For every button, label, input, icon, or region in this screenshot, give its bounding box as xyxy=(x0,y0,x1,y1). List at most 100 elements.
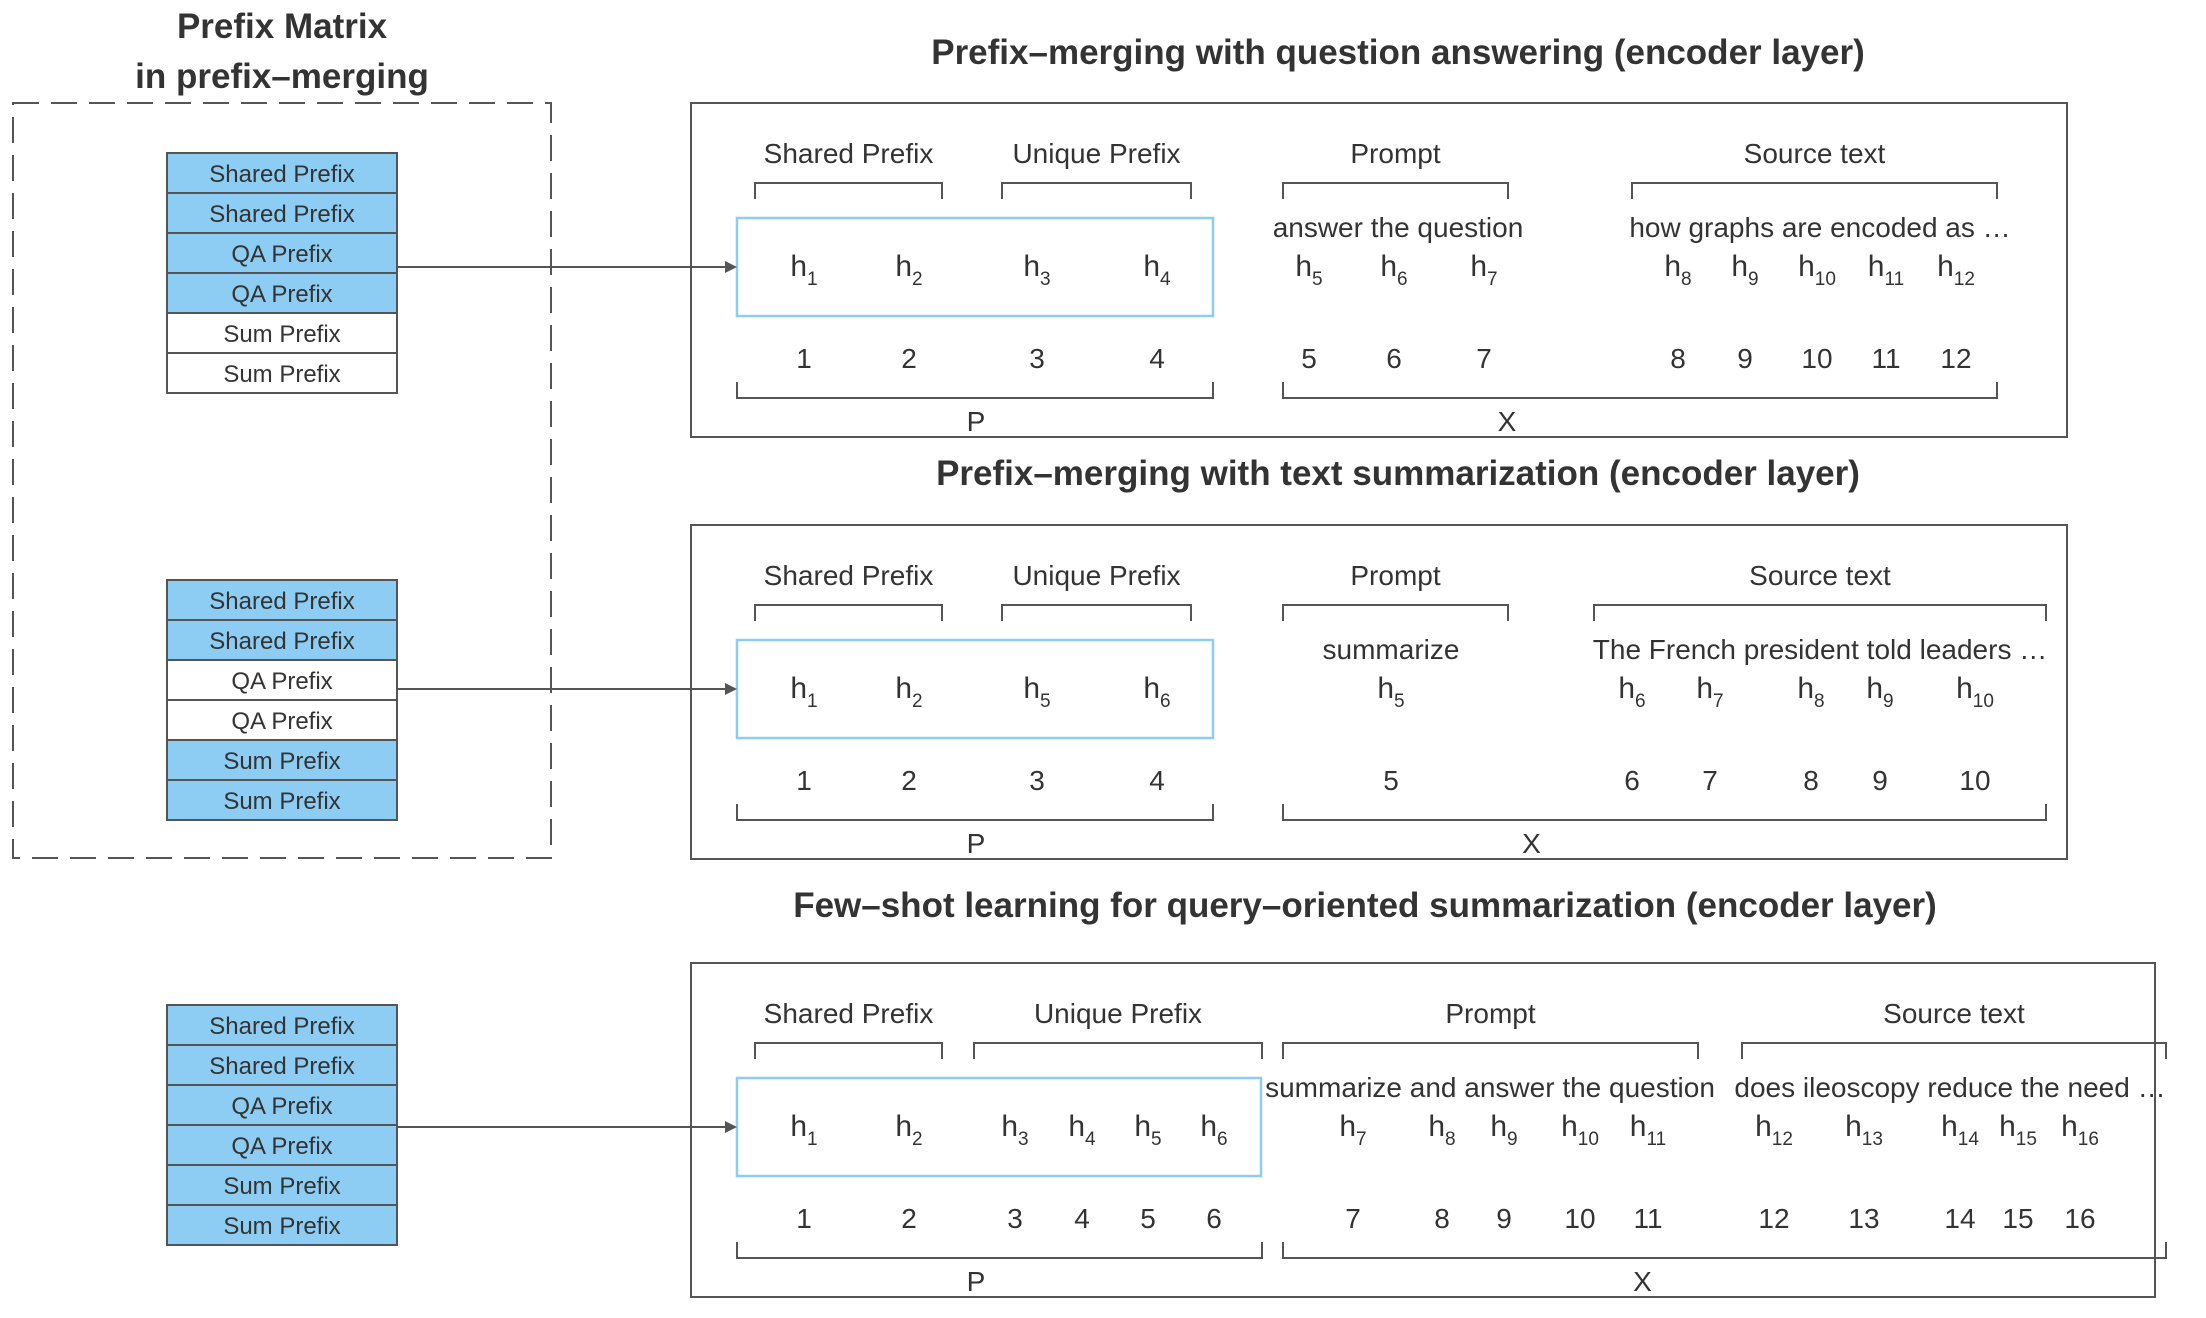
matrix-cell xyxy=(166,619,398,661)
matrix-cell-label: QA Prefix xyxy=(231,241,332,268)
prefix-position-number: 6 xyxy=(1206,1203,1222,1234)
token-letter: h xyxy=(1731,250,1748,283)
token-subscript: 16 xyxy=(2078,1129,2099,1150)
token-subscript: 11 xyxy=(1646,1129,1666,1150)
input-hidden-state: h15 xyxy=(1999,1110,2037,1150)
input-position-number: 15 xyxy=(2002,1203,2033,1234)
token-letter: h xyxy=(1470,250,1487,283)
source-text-label: Source text xyxy=(1749,560,1891,591)
prefix-position-number: 2 xyxy=(901,765,917,796)
input-hidden-state: h10 xyxy=(1956,672,1994,712)
matrix-cell-label: QA Prefix xyxy=(231,708,332,735)
token-letter: h xyxy=(1999,1110,2016,1143)
x-bracket xyxy=(1282,804,2047,821)
input-position-number: 8 xyxy=(1670,343,1686,374)
input-hidden-state: h6 xyxy=(1618,672,1645,712)
x-label: X xyxy=(1498,406,1517,437)
prompt-label: Prompt xyxy=(1445,998,1535,1029)
matrix-cell-label: Shared Prefix xyxy=(209,628,354,655)
token-letter: h xyxy=(1937,250,1954,283)
prefix-hidden-state: h4 xyxy=(1143,250,1171,290)
prefix-hidden-state: h2 xyxy=(895,250,922,290)
prefix-hidden-state: h1 xyxy=(790,1110,817,1150)
matrix-cell-label: Sum Prefix xyxy=(223,748,340,775)
input-hidden-state: h16 xyxy=(2061,1110,2099,1150)
p-label: P xyxy=(967,828,986,859)
input-position-number: 11 xyxy=(1871,343,1900,374)
token-subscript: 7 xyxy=(1487,269,1498,290)
input-hidden-state: h7 xyxy=(1470,250,1497,290)
token-letter: h xyxy=(1845,1110,1862,1143)
prefix-position-number: 1 xyxy=(796,1203,812,1234)
prefix-hidden-state: h6 xyxy=(1143,672,1170,712)
shared-prefix-label: Shared Prefix xyxy=(764,998,934,1029)
token-letter: h xyxy=(1755,1110,1772,1143)
prefix-matrix-dashed-frame xyxy=(12,102,552,859)
panel-title: Prefix–merging with question answering (… xyxy=(931,33,1865,72)
token-subscript: 13 xyxy=(1862,1129,1883,1150)
input-position-number: 9 xyxy=(1737,343,1753,374)
unique-prefix-label: Unique Prefix xyxy=(1012,138,1180,169)
prompt-text: summarize and answer the question xyxy=(1265,1072,1715,1103)
matrix-cell-label: Shared Prefix xyxy=(209,161,354,188)
input-hidden-state: h5 xyxy=(1377,672,1404,712)
source-text-label: Source text xyxy=(1744,138,1886,169)
shared-prefix-bracket xyxy=(754,182,943,199)
token-subscript: 14 xyxy=(1958,1129,1980,1150)
prompt-bracket xyxy=(1282,604,1509,621)
input-position-number: 7 xyxy=(1476,343,1492,374)
matrix-cell xyxy=(166,1204,398,1246)
token-subscript: 4 xyxy=(1085,1129,1096,1150)
input-hidden-state: h12 xyxy=(1937,250,1975,290)
input-hidden-state: h8 xyxy=(1797,672,1824,712)
input-position-number: 16 xyxy=(2064,1203,2095,1234)
token-letter: h xyxy=(895,250,912,283)
input-position-number: 8 xyxy=(1434,1203,1450,1234)
token-subscript: 6 xyxy=(1160,691,1171,712)
prompt-text: summarize xyxy=(1323,634,1460,665)
shared-prefix-label: Shared Prefix xyxy=(764,138,934,169)
matrix-cell-label: Sum Prefix xyxy=(223,1213,340,1240)
token-letter: h xyxy=(1696,672,1713,705)
token-letter: h xyxy=(1377,672,1394,705)
matrix-cell-label: QA Prefix xyxy=(231,668,332,695)
matrix-cell xyxy=(166,779,398,821)
token-letter: h xyxy=(1956,672,1973,705)
panel-frame xyxy=(690,102,2068,438)
token-letter: h xyxy=(895,1110,912,1143)
token-letter: h xyxy=(1143,250,1160,283)
x-bracket xyxy=(1282,382,1998,399)
token-letter: h xyxy=(895,672,912,705)
p-label: P xyxy=(967,1266,986,1297)
token-letter: h xyxy=(1866,672,1883,705)
matrix-title-line-2: in prefix–merging xyxy=(135,57,429,96)
matrix-cell-label: QA Prefix xyxy=(231,1133,332,1160)
matrix-cell-label: Shared Prefix xyxy=(209,201,354,228)
input-hidden-state: h11 xyxy=(1630,1110,1666,1150)
input-hidden-state: h7 xyxy=(1339,1110,1366,1150)
prefix-position-number: 4 xyxy=(1074,1203,1090,1234)
input-position-number: 13 xyxy=(1848,1203,1879,1234)
token-letter: h xyxy=(1798,250,1815,283)
matrix-cell-label: Sum Prefix xyxy=(223,1173,340,1200)
token-letter: h xyxy=(1200,1110,1217,1143)
prefix-hidden-state: h6 xyxy=(1200,1110,1227,1150)
input-position-number: 12 xyxy=(1940,343,1971,374)
matrix-cell xyxy=(166,739,398,781)
p-bracket xyxy=(736,1242,1263,1259)
input-position-number: 11 xyxy=(1633,1203,1662,1234)
prefix-hidden-state: h5 xyxy=(1134,1110,1161,1150)
input-hidden-state: h7 xyxy=(1696,672,1723,712)
matrix-cell-label: QA Prefix xyxy=(231,1093,332,1120)
token-subscript: 7 xyxy=(1356,1129,1367,1150)
source-text-bracket xyxy=(1631,182,1998,199)
token-letter: h xyxy=(1023,672,1040,705)
token-subscript: 15 xyxy=(2016,1129,2037,1150)
input-position-number: 5 xyxy=(1383,765,1399,796)
token-subscript: 5 xyxy=(1151,1129,1162,1150)
prefix-highlight-box xyxy=(735,216,1215,318)
token-subscript: 1 xyxy=(807,1129,818,1150)
input-position-number: 7 xyxy=(1345,1203,1361,1234)
unique-prefix-bracket xyxy=(1001,182,1192,199)
token-subscript: 9 xyxy=(1748,269,1759,290)
